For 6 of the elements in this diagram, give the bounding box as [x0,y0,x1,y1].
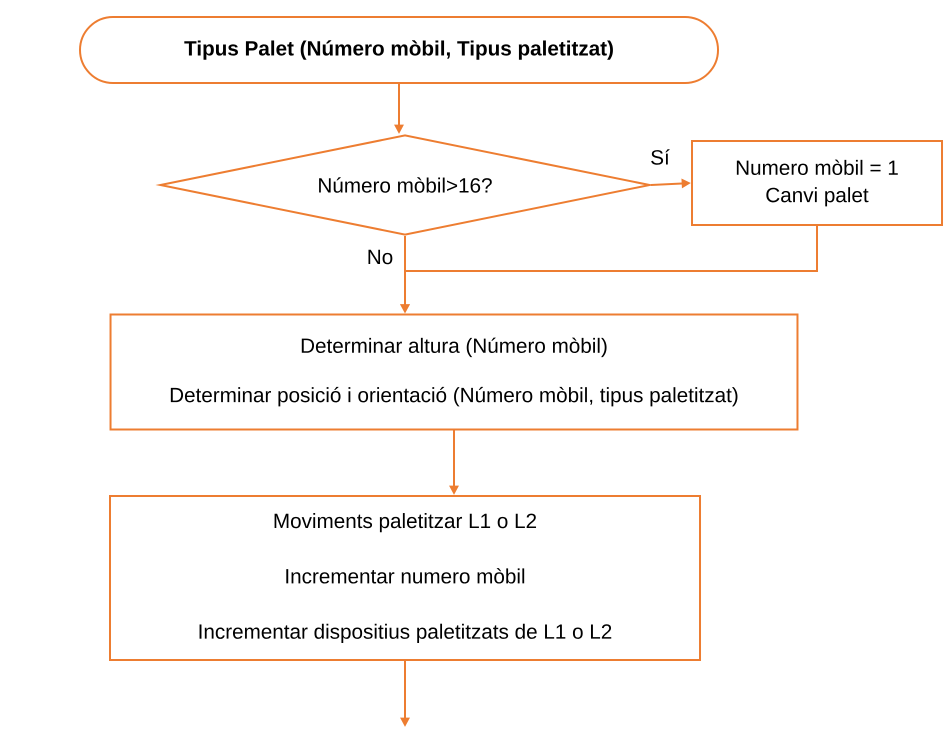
process-box: Moviments paletitzar L1 o L2 Incrementar numero mòbil Incrementar dispositius paletitzats de L1 o L2 [109,495,701,661]
process-box: Numero mòbil = 1 Canvi palet [691,140,944,226]
edge-label: Sí [648,148,672,166]
edge-label: No [365,248,395,266]
process-box: Determinar altura (Número mòbil) Determinar posició i orientació (Número mòbil, tipus paletitzat) [110,314,798,430]
start-terminator: Tipus Palet (Número mòbil, Tipus paletitzat) [79,16,719,84]
